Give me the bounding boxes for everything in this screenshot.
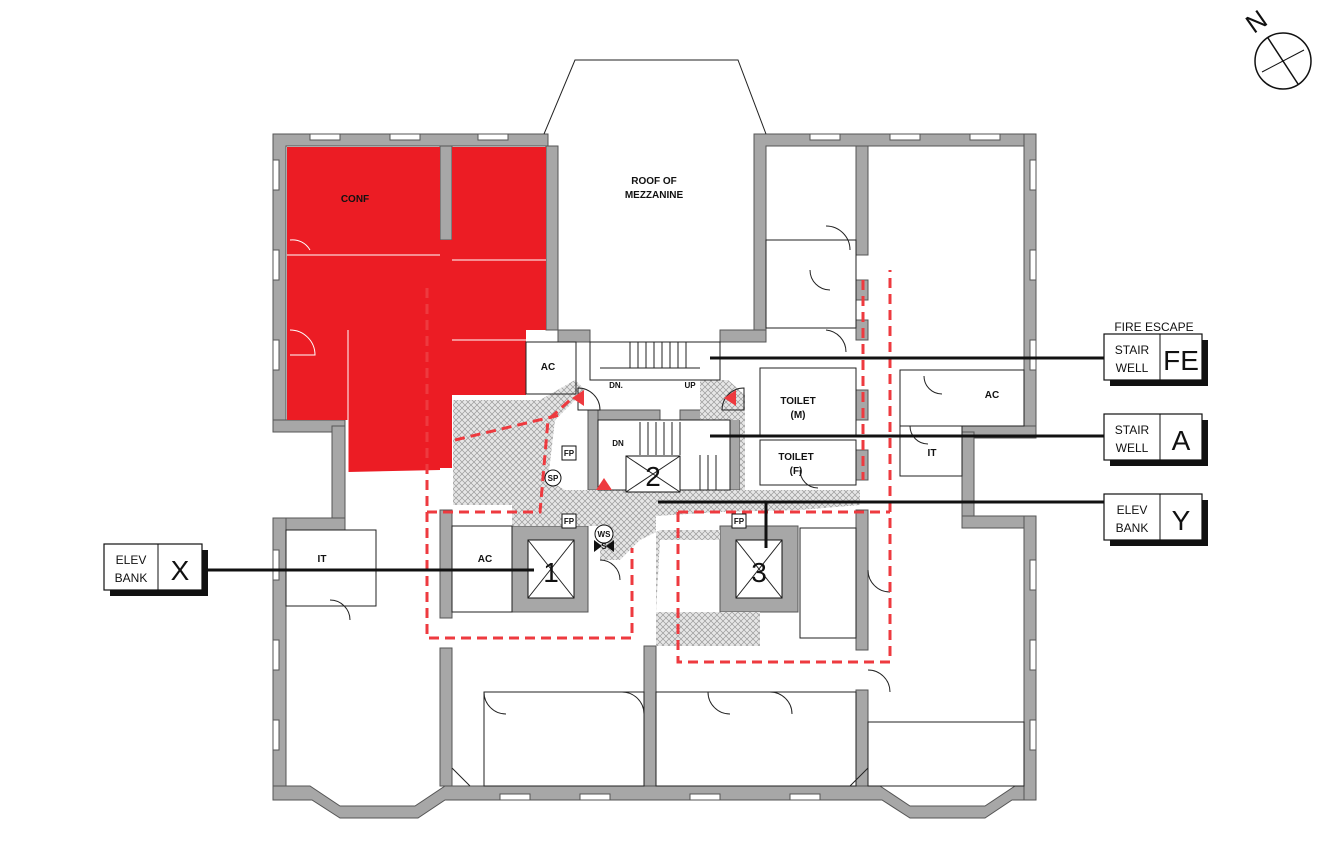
egress-routes bbox=[425, 270, 892, 664]
compass-icon: N bbox=[1240, 4, 1312, 90]
callout-stairwell-fe: FIRE ESCAPE STAIR WELL FE bbox=[1103, 320, 1208, 386]
elevator-3-number: 3 bbox=[751, 557, 767, 588]
roof-label-line2: MEZZANINE bbox=[625, 190, 684, 201]
callout-x-code: X bbox=[171, 555, 190, 586]
exit-arrow-left bbox=[572, 390, 584, 406]
callout-y-line1: ELEV bbox=[1117, 503, 1148, 517]
room-ac-3-label: AC bbox=[985, 390, 999, 401]
toilet-f-label-line1: TOILET bbox=[778, 452, 813, 463]
callout-leaders bbox=[206, 356, 1108, 572]
callout-x-line2: BANK bbox=[115, 571, 148, 585]
stair-up-label: UP bbox=[684, 381, 696, 390]
interior-outlines bbox=[285, 239, 1025, 787]
highlighted-area bbox=[287, 147, 546, 472]
sp-label: SP bbox=[548, 474, 559, 483]
elevator-2: 2 bbox=[625, 455, 681, 493]
stair-dn-label: DN. bbox=[609, 381, 623, 390]
fp-3-label: FP bbox=[734, 517, 745, 526]
stair-labels: DN. UP DN bbox=[609, 381, 696, 448]
toilet-m-label-line1: TOILET bbox=[780, 396, 815, 407]
elevator-2-number: 2 bbox=[645, 461, 661, 492]
callout-a-code: A bbox=[1172, 425, 1191, 456]
elevator-3: 3 bbox=[735, 539, 783, 599]
callout-elevbank-x: ELEV BANK X bbox=[103, 543, 208, 596]
room-it-2-label: IT bbox=[928, 448, 937, 459]
room-labels: CONF ROOF OF MEZZANINE AC AC AC IT IT TO… bbox=[318, 176, 1000, 565]
fp-1-label: FP bbox=[564, 449, 575, 458]
callout-x-line1: ELEV bbox=[116, 553, 147, 567]
callout-y-code: Y bbox=[1172, 505, 1191, 536]
toilet-m-label-line2: (M) bbox=[791, 410, 806, 421]
callout-a-line1: STAIR bbox=[1115, 423, 1150, 437]
room-conf-label: CONF bbox=[341, 194, 369, 205]
room-ac-2-label: AC bbox=[478, 554, 492, 565]
mezzanine-roof-outline bbox=[543, 59, 767, 135]
stair-treads bbox=[600, 342, 717, 490]
callout-fe-line1: STAIR bbox=[1115, 343, 1150, 357]
elevator-1-number: 1 bbox=[543, 557, 559, 588]
roof-label-line1: ROOF OF bbox=[631, 176, 677, 187]
exit-arrow-right bbox=[724, 390, 736, 406]
windows bbox=[272, 133, 1037, 801]
exit-arrow-up bbox=[596, 478, 612, 490]
s-label: S bbox=[601, 542, 607, 551]
compass-north-label: N bbox=[1240, 4, 1273, 39]
callout-fe-line2: WELL bbox=[1116, 361, 1149, 375]
room-ac-1-label: AC bbox=[541, 362, 555, 373]
callout-elevbank-y: ELEV BANK Y bbox=[1103, 493, 1208, 546]
callout-y-line2: BANK bbox=[1116, 521, 1149, 535]
ws-label: WS bbox=[598, 530, 612, 539]
callout-fe-code: FE bbox=[1163, 345, 1199, 376]
door-swings bbox=[329, 225, 943, 715]
callout-a-line2: WELL bbox=[1116, 441, 1149, 455]
elevator-1: 1 bbox=[527, 539, 575, 599]
corridor-hatch bbox=[453, 380, 860, 646]
fire-symbols: FP FP FP SP WS S bbox=[544, 445, 747, 552]
room-it-1-label: IT bbox=[318, 554, 327, 565]
exit-arrows bbox=[572, 390, 736, 490]
fp-2-label: FP bbox=[564, 517, 575, 526]
callout-stairwell-a: STAIR WELL A bbox=[1103, 413, 1208, 466]
toilet-f-label-line2: (F) bbox=[790, 466, 803, 477]
stair-a-dn-label: DN bbox=[612, 439, 624, 448]
fire-escape-caption: FIRE ESCAPE bbox=[1114, 320, 1193, 334]
